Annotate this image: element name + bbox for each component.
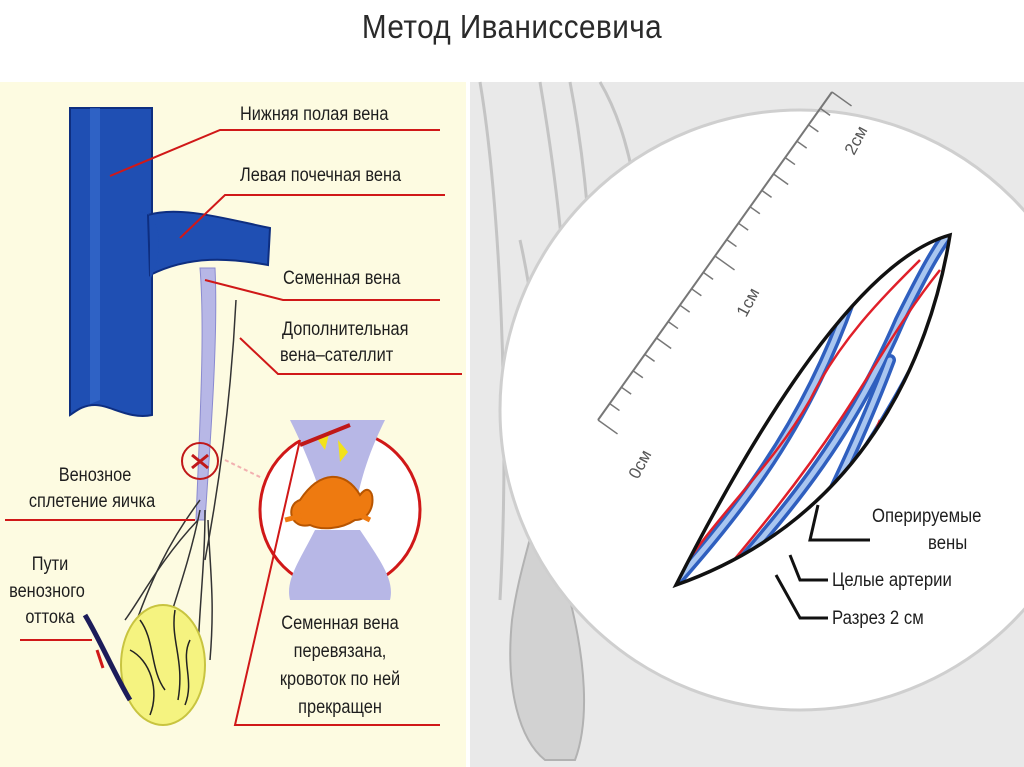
- ruler-tick: [714, 255, 735, 271]
- ruler-baseline: [597, 91, 833, 421]
- label-inferior-vena-cava: Нижняя полая вена: [240, 104, 389, 125]
- inferior-vena-cava: [69, 107, 153, 418]
- testis-vessels: [129, 609, 191, 716]
- magnified-view-circle: [498, 108, 1024, 712]
- label-ligated-line3: кровоток по ней: [279, 669, 401, 690]
- ruler-tick: [620, 386, 632, 395]
- label-ligated-line4: прекращен: [298, 697, 382, 718]
- ligation-inset: [258, 420, 422, 600]
- ruler-tick: [819, 107, 831, 116]
- label-ligated-line1: Семенная вена: [281, 613, 399, 634]
- ruler-tick: [632, 370, 644, 379]
- left-renal-vein: [146, 210, 272, 277]
- label-outflow-line1: Пути: [31, 554, 69, 575]
- ruler-tick: [749, 206, 761, 215]
- ruler-tick: [761, 189, 773, 198]
- ruler-tick: [831, 91, 852, 107]
- label-seminal-vein: Семенная вена: [283, 268, 401, 289]
- label-ligated-line2: перевязана,: [293, 641, 387, 662]
- ruler-tick: [644, 353, 656, 362]
- label-outflow-line3: оттока: [25, 607, 75, 628]
- ruler-tick: [784, 156, 796, 166]
- label-operated-veins-line2: вены: [928, 533, 968, 554]
- label-satellite-vein-line2: вена–сателлит: [280, 345, 394, 366]
- seminal-vein: [195, 267, 217, 521]
- label-operated-veins-line1: Оперируемые: [872, 506, 982, 527]
- ruler-tick: [702, 271, 714, 280]
- left-label-pointers: [5, 129, 462, 726]
- ruler-tick: [808, 124, 819, 133]
- label-plexus-line2: сплетение яичка: [28, 491, 156, 512]
- label-outflow-line2: венозного: [9, 581, 85, 602]
- ruler-tick: [796, 140, 808, 149]
- page-title: Метод Иванисcевича: [361, 8, 663, 45]
- label-incision-length: Разрез 2 см: [832, 608, 924, 629]
- ligation-site-circle: [181, 442, 219, 480]
- ruler-tick: [609, 402, 620, 412]
- ruler-tick: [679, 304, 691, 313]
- ruler-tick: [597, 419, 618, 435]
- venous-outflow-path: [82, 613, 133, 702]
- ruler-tick: [691, 288, 702, 297]
- testis: [120, 604, 206, 726]
- ligature-knot: [290, 475, 374, 530]
- ruler-tick: [773, 173, 789, 186]
- label-satellite-vein-line1: Дополнительная: [282, 319, 409, 340]
- label-intact-arteries: Целые артерии: [832, 570, 952, 591]
- right-label-pointers: [774, 504, 870, 620]
- ruler-tick: [667, 320, 679, 330]
- label-left-renal-vein: Левая почечная вена: [240, 165, 402, 186]
- ruler-tick: [656, 337, 672, 350]
- ruler-tick: [737, 222, 749, 231]
- satellite-vein: [204, 299, 237, 561]
- ruler-tick: [726, 238, 737, 248]
- measurement-ruler: [597, 91, 852, 435]
- label-plexus-line1: Венозное: [58, 465, 132, 486]
